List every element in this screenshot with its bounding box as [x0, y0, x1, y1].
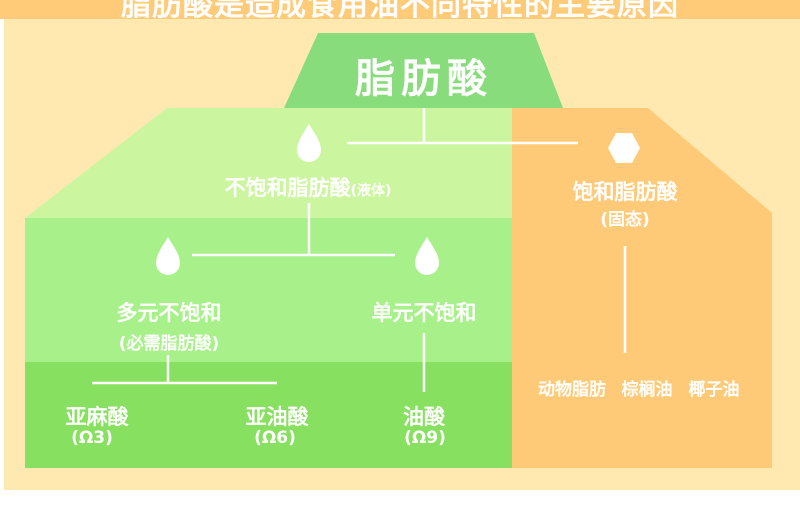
connector-lines: [92, 108, 627, 392]
drop-icon: [297, 124, 321, 162]
banner-title: 脂肪酸是造成食用油不同特性的主要原因: [121, 0, 679, 19]
unsaturated-region: [25, 108, 512, 218]
polyunsaturated-label: 多元不饱和: [116, 301, 222, 325]
polyunsaturated-note: (必需脂肪酸): [118, 334, 220, 354]
root-trapezoid: [284, 33, 563, 108]
saturated-example: 棕榈油: [621, 380, 673, 400]
title-banner: 脂肪酸是造成食用油不同特性的主要原因: [0, 0, 800, 19]
saturated-region: [512, 108, 772, 468]
leaf-label: 亚麻酸: [65, 405, 129, 429]
saturated-note: (固态): [600, 210, 650, 230]
leaf-note: (Ω9): [404, 428, 446, 448]
monounsaturated-label: 单元不饱和: [371, 301, 477, 325]
leaf-label: 油酸: [403, 405, 445, 429]
root-label: 脂肪酸: [355, 56, 493, 102]
saturated-example: 椰子油: [688, 380, 740, 400]
unsaturated-label: 不饱和脂肪酸: [224, 176, 351, 200]
unsaturated-note: (液体): [350, 183, 392, 199]
bottom-band: [25, 362, 512, 468]
leaf-note: (Ω3): [71, 428, 113, 448]
unsaturated-node: 不饱和脂肪酸(液体): [225, 172, 392, 202]
saturated-label: 饱和脂肪酸: [572, 180, 678, 204]
hexagon-icon: [608, 133, 640, 163]
mid-band: [25, 218, 512, 362]
leaf-note: (Ω6): [254, 428, 296, 448]
drop-icon: [156, 237, 180, 275]
drop-icon: [415, 237, 439, 275]
saturated-example: 动物脂肪: [538, 380, 606, 400]
leaf-label: 亚油酸: [245, 405, 309, 429]
